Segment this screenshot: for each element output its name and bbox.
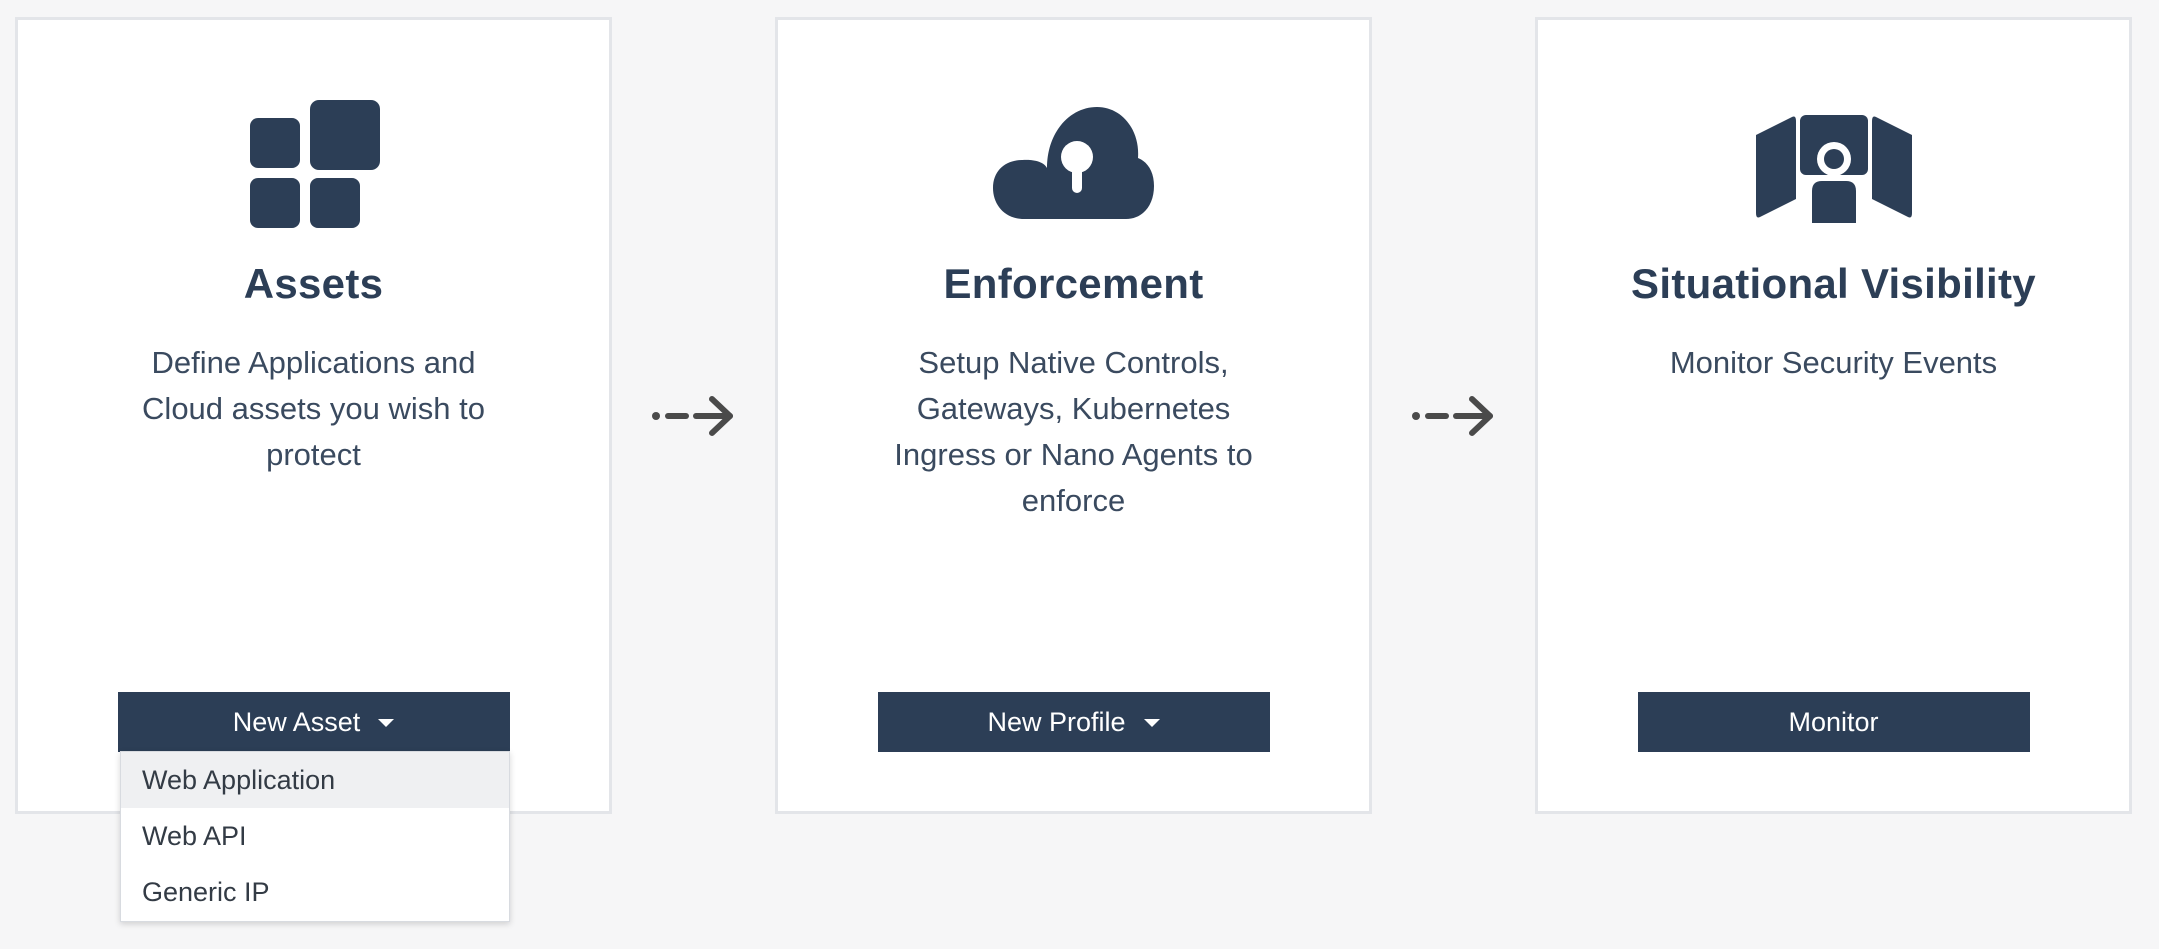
cloud-lock-icon (992, 107, 1154, 219)
enforcement-description: Setup Native Controls, Gateways, Kuberne… (894, 345, 1253, 518)
assets-description: Define Applications and Cloud assets you… (142, 345, 485, 472)
visibility-card: Situational Visibility Monitor Security … (1535, 17, 2132, 814)
menu-item-web-application[interactable]: Web Application (121, 752, 509, 808)
enforcement-title: Enforcement (943, 260, 1204, 307)
dashed-arrow-right-icon (1412, 396, 1493, 436)
enforcement-card: Enforcement Setup Native Controls, Gatew… (775, 17, 1372, 814)
monitor-person-icon (1755, 115, 1912, 223)
caret-down-icon (378, 719, 395, 727)
grid-blocks-icon (249, 100, 380, 228)
menu-item-generic-ip[interactable]: Generic IP (142, 877, 270, 907)
monitor-button[interactable]: Monitor (1637, 692, 2030, 752)
monitor-button-label: Monitor (1788, 706, 1879, 737)
visibility-title: Situational Visibility (1631, 260, 2036, 307)
assets-title: Assets (243, 260, 384, 307)
menu-item-web-api[interactable]: Web API (142, 821, 247, 851)
visibility-description: Monitor Security Events (1669, 345, 1998, 380)
caret-down-icon (1143, 719, 1160, 727)
new-profile-button[interactable]: New Profile (877, 692, 1270, 752)
dashed-arrow-right-icon (652, 396, 733, 436)
new-asset-button[interactable]: New Asset (117, 692, 510, 752)
new-asset-dropdown-menu: Web Application Web API Generic IP (120, 751, 510, 922)
new-asset-button-label: New Asset (232, 706, 361, 737)
assets-card: Assets Define Applications and Cloud ass… (15, 17, 612, 814)
new-profile-button-label: New Profile (987, 706, 1126, 737)
